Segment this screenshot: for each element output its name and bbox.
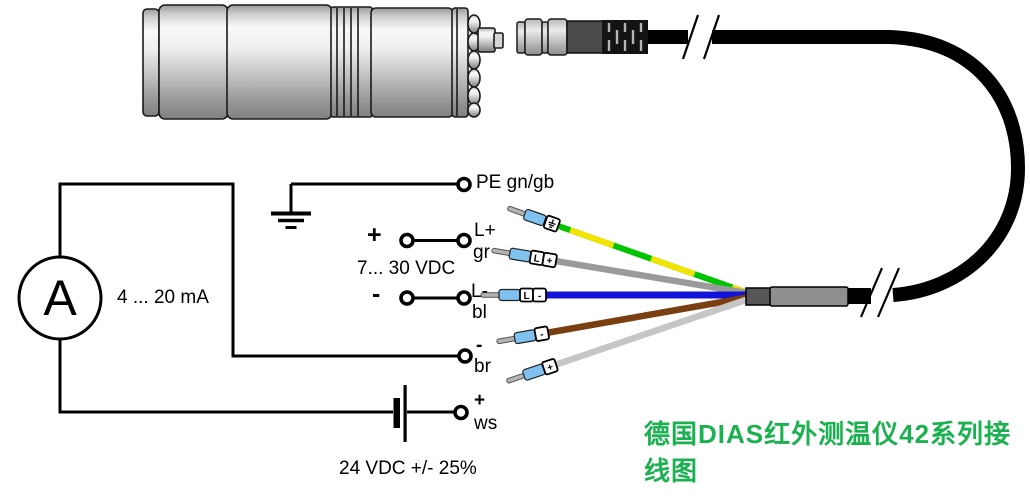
ferrule-pin xyxy=(491,247,512,256)
supply-voltage-range: 7... 30 VDC xyxy=(357,258,456,279)
terminal-supply-plus xyxy=(399,232,415,249)
diagram-title: 德国DIAS红外测温仪42系列接线图 xyxy=(644,419,1012,486)
supply-minus-sign: - xyxy=(372,280,381,308)
cable-break-marks xyxy=(681,14,901,318)
wire-tag xyxy=(532,287,547,303)
l-plus-label: L+ xyxy=(474,220,496,241)
tag-label: + xyxy=(546,362,555,374)
l-minus-wire-abbr: bl xyxy=(472,302,487,323)
supply-plus-sign: + xyxy=(367,221,382,249)
terminal-circles xyxy=(399,176,473,421)
ammeter-loop-line xyxy=(58,182,459,358)
ferrule-sleeve xyxy=(513,329,537,345)
tag-label: - xyxy=(538,291,541,302)
ammeter-circle xyxy=(17,255,103,341)
ferrule-pin xyxy=(496,335,517,345)
l-plus-wire-abbr: gr xyxy=(473,242,490,263)
pe-terminal-label: PE gn/gb xyxy=(476,172,555,193)
wire-br: - xyxy=(496,294,749,345)
sensor-thread-bumps xyxy=(467,14,481,118)
ferrule-sleeve xyxy=(523,208,547,227)
ir-sensor-illustration xyxy=(142,4,504,120)
terminal-plus-ws xyxy=(453,404,469,421)
sensor-segment-2 xyxy=(226,4,333,120)
ammeter-symbol: A xyxy=(43,270,77,326)
earth-symbol-icon xyxy=(548,219,556,229)
sensor-segment-3 xyxy=(370,7,454,118)
battery-symbol xyxy=(393,385,407,442)
terminal-l-plus xyxy=(456,232,472,249)
sensor-end-cap xyxy=(142,8,160,117)
br-wire-abbr: br xyxy=(474,356,491,377)
ground-symbol xyxy=(271,184,311,229)
wire-tag xyxy=(541,358,559,376)
tag-label: - xyxy=(539,329,544,340)
wire-pe xyxy=(507,205,750,296)
sensor-segment-1 xyxy=(158,4,229,120)
terminal-minus-br xyxy=(457,348,473,364)
br-terminal-sign: - xyxy=(476,335,483,356)
terminal-l-minus xyxy=(456,290,472,306)
cable-end-sleeve xyxy=(745,286,849,307)
cable xyxy=(648,14,1026,318)
l-minus-label: L- xyxy=(471,281,488,302)
cable-connector xyxy=(516,18,648,56)
circuit-lines xyxy=(58,182,459,414)
sensor-connector-stub xyxy=(477,27,496,53)
tag-label: + xyxy=(546,255,554,267)
ws-terminal-sign: + xyxy=(474,390,486,411)
ferrule-pin xyxy=(507,205,527,217)
terminal-supply-minus xyxy=(399,290,415,306)
connector-body xyxy=(566,20,604,54)
terminal-pe xyxy=(456,176,472,193)
ferrule-sleeve xyxy=(508,247,532,263)
wire-gr: L + xyxy=(491,247,748,297)
ferrule-sleeve xyxy=(498,288,521,302)
wire-tag xyxy=(541,251,558,269)
tag-label: L xyxy=(533,253,541,265)
battery-voltage-label: 24 VDC +/- 25% xyxy=(339,458,477,479)
ws-wire-abbr: ws xyxy=(474,413,498,434)
sensor-flange xyxy=(451,7,469,118)
wire-tag xyxy=(533,325,550,342)
ferrule-pin xyxy=(506,373,526,384)
sensor-connector-tip xyxy=(493,32,504,49)
cable-curve xyxy=(712,30,1026,302)
current-range-label: 4 ... 20 mA xyxy=(117,287,209,308)
wire-bl: L - xyxy=(480,287,748,303)
wire-ws: + xyxy=(506,296,749,384)
connector-strain-relief xyxy=(602,20,648,54)
tag-label: L xyxy=(523,291,529,302)
battery-line-left xyxy=(58,339,393,414)
